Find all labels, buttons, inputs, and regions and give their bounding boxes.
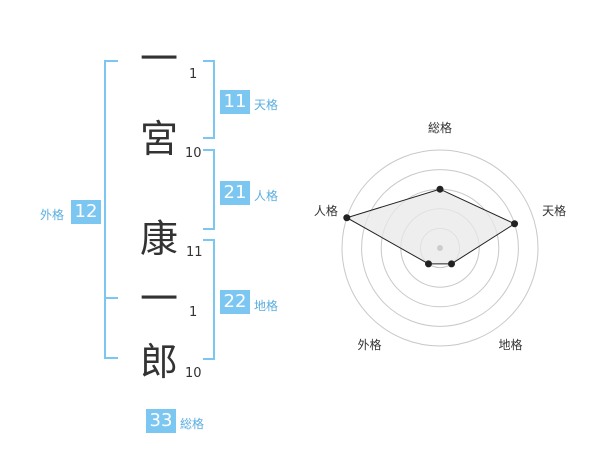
radar-axis-label: 地格 — [499, 337, 523, 352]
radar-ring — [361, 169, 519, 327]
stroke-count-2: 10 — [185, 146, 202, 161]
radar-data-polygon — [345, 188, 516, 265]
radar-point-天格 — [511, 220, 519, 228]
jinkaku-label: 人格 — [254, 189, 279, 203]
radar-axis-label: 総格 — [428, 120, 452, 135]
gaikaku-bracket-mid — [104, 297, 118, 299]
radar-axis-label: 外格 — [357, 337, 381, 352]
name-char-4: 一 — [140, 277, 179, 321]
name-char-2: 宮 — [140, 117, 179, 161]
radar-point-人格 — [343, 214, 351, 222]
tenkaku-label: 天格 — [254, 98, 279, 112]
gaikaku-value-badge: 12 — [71, 200, 101, 224]
chikaku-value-badge: 22 — [220, 290, 250, 314]
jinkaku-bracket — [203, 149, 215, 230]
radar-axis-label: 天格 — [542, 203, 566, 218]
tenkaku-bracket — [203, 60, 215, 139]
radar-ring — [341, 149, 539, 347]
radar-axis-label: 人格 — [314, 203, 338, 218]
name-char-5: 郎 — [140, 340, 179, 384]
chikaku-bracket — [203, 239, 215, 360]
gaikaku-bracket — [104, 60, 118, 359]
radar-point-総格 — [436, 185, 444, 193]
jinkaku-value-badge: 21 — [220, 181, 250, 205]
tenkaku-value-badge: 11 — [220, 90, 250, 114]
stroke-count-5: 10 — [185, 366, 202, 381]
name-char-3: 康 — [140, 217, 179, 261]
radar-point-外格 — [424, 260, 432, 268]
gaikaku-label: 外格 — [40, 208, 65, 222]
radar-point-地格 — [448, 260, 456, 268]
chikaku-label: 地格 — [254, 299, 279, 313]
name-char-1: 一 — [140, 37, 179, 81]
stroke-count-4: 1 — [189, 305, 198, 320]
radar-center-dot — [437, 245, 443, 251]
stroke-count-1: 1 — [189, 67, 198, 82]
soukaku-label: 総格 — [180, 417, 205, 431]
stroke-count-3: 11 — [186, 245, 203, 260]
soukaku-value-badge: 33 — [146, 409, 176, 433]
